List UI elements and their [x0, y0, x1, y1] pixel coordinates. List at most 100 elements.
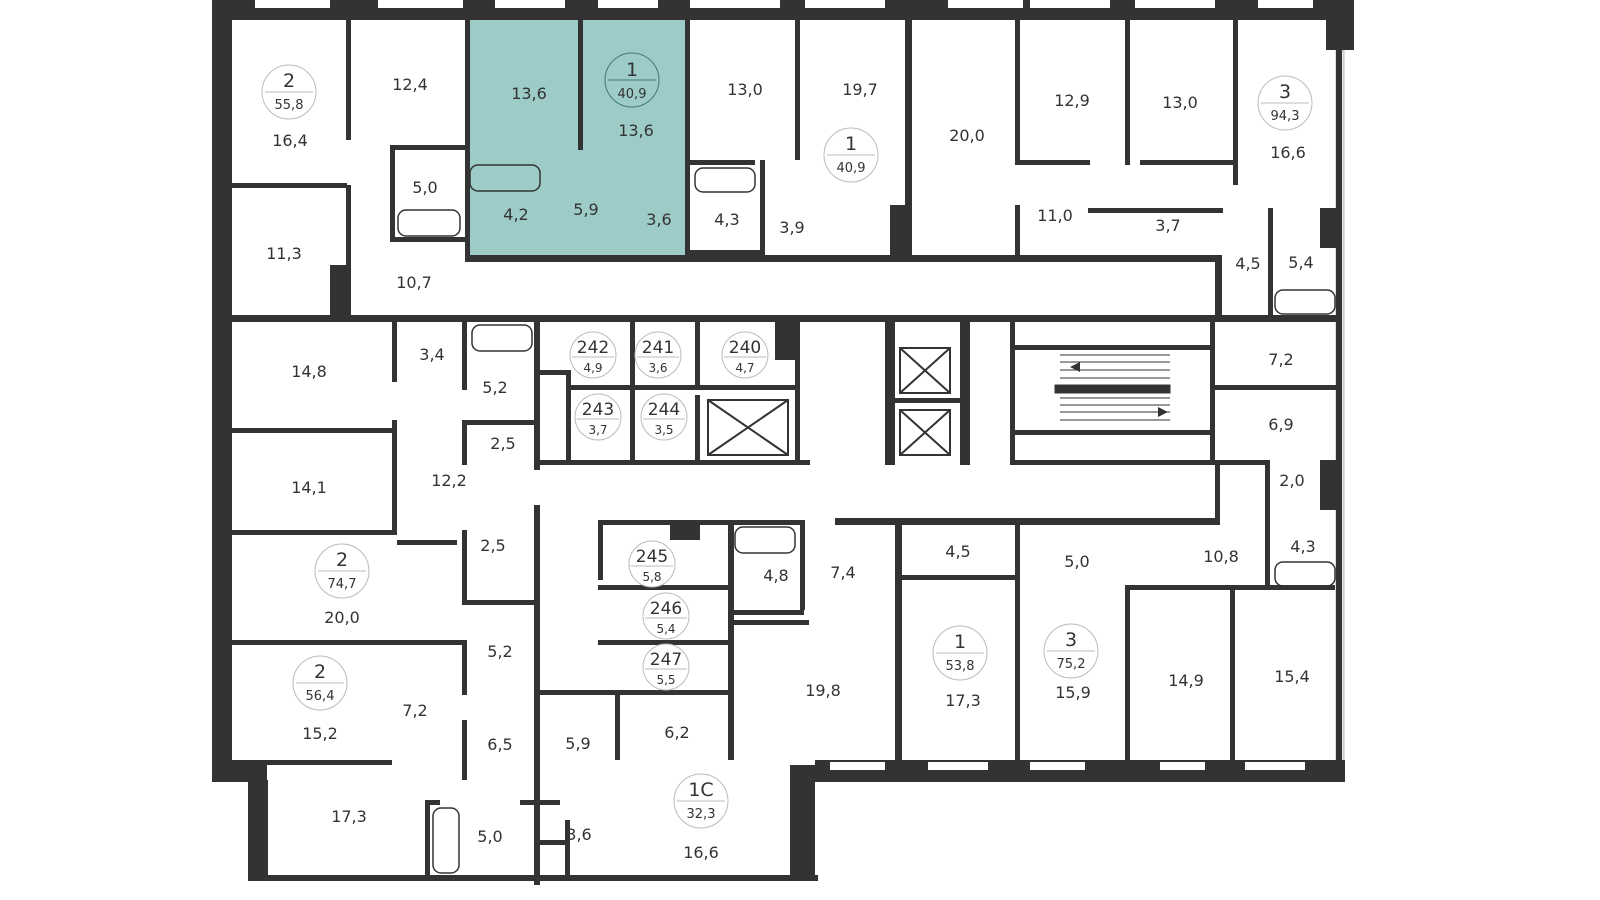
apartment-badge[interactable]: 1 40,9 — [823, 127, 879, 183]
apartment-badges: 2 55,8 1 40,9 3 94,3 2 74,7 2 56,4 — [261, 64, 1313, 829]
windows — [221, 0, 1345, 856]
room-area: 11,3 — [266, 244, 302, 263]
storage-badge[interactable]: 247 5,5 — [642, 643, 690, 691]
room-area: 4,8 — [763, 566, 788, 585]
room-area: 16,4 — [272, 131, 308, 150]
storage-number: 242 — [577, 338, 609, 358]
room-area: 3,4 — [419, 345, 444, 364]
apartment-badge[interactable]: 3 75,2 — [1043, 623, 1099, 679]
apartment-rooms: 2 — [336, 549, 348, 571]
room-area: 4,5 — [1235, 254, 1260, 273]
storage-number: 243 — [582, 400, 614, 420]
apartment-area: 32,3 — [687, 807, 716, 822]
room-area: 13,0 — [727, 80, 763, 99]
storage-number: 241 — [642, 338, 674, 358]
room-area: 14,8 — [291, 362, 327, 381]
storage-number: 246 — [650, 599, 682, 619]
storage-badge[interactable]: 241 3,6 — [634, 331, 682, 379]
room-area: 20,0 — [324, 608, 360, 627]
room-area: 6,2 — [664, 723, 689, 742]
storage-number: 247 — [650, 650, 682, 670]
room-area: 7,2 — [402, 701, 427, 720]
apartment-area: 55,8 — [275, 98, 304, 113]
apartment-area: 53,8 — [946, 659, 975, 674]
apartment-rooms: 2 — [283, 70, 295, 92]
storage-number: 245 — [636, 547, 668, 567]
storage-area: 4,7 — [735, 361, 754, 375]
apartment-rooms: 1С — [688, 779, 713, 801]
room-area: 16,6 — [1270, 143, 1306, 162]
room-area: 13,0 — [1162, 93, 1198, 112]
room-area: 19,7 — [842, 80, 878, 99]
storage-number: 244 — [648, 400, 680, 420]
storage-badge[interactable]: 240 4,7 — [721, 331, 769, 379]
room-area: 7,4 — [830, 563, 855, 582]
apartment-rooms: 1 — [626, 59, 638, 81]
room-area: 14,9 — [1168, 671, 1204, 690]
storage-number: 240 — [729, 338, 761, 358]
room-area: 5,0 — [477, 827, 502, 846]
storage-area: 5,8 — [642, 570, 661, 584]
storage-badge[interactable]: 246 5,4 — [642, 592, 690, 640]
room-area: 5,9 — [565, 734, 590, 753]
room-area: 4,5 — [945, 542, 970, 561]
room-area: 10,7 — [396, 273, 432, 292]
apartment-badge[interactable]: 1С 32,3 — [673, 773, 729, 829]
bathtubs — [397, 164, 1336, 874]
storage-badge[interactable]: 245 5,8 — [628, 540, 676, 588]
apartment-badge: 1 40,9 — [604, 52, 660, 108]
storage-area: 3,5 — [654, 423, 673, 437]
room-area: 5,9 — [573, 200, 598, 219]
room-area: 6,9 — [1268, 415, 1293, 434]
room-area: 12,2 — [431, 471, 467, 490]
apartment-area: 40,9 — [618, 87, 647, 102]
storage-badge[interactable]: 242 4,9 — [569, 331, 617, 379]
room-area: 15,4 — [1274, 667, 1310, 686]
apartment-badge[interactable]: 2 55,8 — [261, 64, 317, 120]
room-area: 2,5 — [490, 434, 515, 453]
apartment-badge[interactable]: 2 74,7 — [314, 543, 370, 599]
room-area: 3,6 — [566, 825, 591, 844]
apartment-rooms: 1 — [954, 631, 966, 653]
apartment-area: 75,2 — [1057, 657, 1086, 672]
highlighted-apartment-labels: 1 40,9 — [604, 52, 660, 108]
staircase — [1054, 354, 1171, 421]
room-area: 4,3 — [714, 210, 739, 229]
room-area: 15,9 — [1055, 683, 1091, 702]
elevators — [707, 347, 951, 456]
room-area: 2,5 — [480, 536, 505, 555]
room-area: 17,3 — [331, 807, 367, 826]
apartment-badge[interactable]: 3 94,3 — [1257, 75, 1313, 131]
storage-badge[interactable]: 243 3,7 — [574, 393, 622, 441]
room-area: 13,6 — [511, 84, 547, 103]
room-area: 5,2 — [482, 378, 507, 397]
storage-area: 5,5 — [656, 673, 675, 687]
room-areas: 12,4 16,4 5,0 11,3 10,7 13,6 13,6 4,2 5,… — [266, 75, 1316, 862]
room-area: 2,0 — [1279, 471, 1304, 490]
room-area: 7,2 — [1268, 350, 1293, 369]
apartment-badge[interactable]: 2 56,4 — [292, 655, 348, 711]
room-area: 13,6 — [618, 121, 654, 140]
storage-badges: 242 4,9 241 3,6 240 4,7 243 3,7 244 3,5 — [569, 331, 769, 691]
apartment-rooms: 3 — [1065, 629, 1077, 651]
apartment-area: 40,9 — [837, 161, 866, 176]
apartment-area: 74,7 — [328, 577, 357, 592]
room-area: 20,0 — [949, 126, 985, 145]
apartment-rooms: 1 — [845, 133, 857, 155]
room-area: 5,4 — [1288, 253, 1313, 272]
room-area: 3,9 — [779, 218, 804, 237]
storage-badge[interactable]: 244 3,5 — [640, 393, 688, 441]
storage-area: 3,7 — [588, 423, 607, 437]
room-area: 3,6 — [646, 210, 671, 229]
room-area: 5,2 — [487, 642, 512, 661]
apartment-area: 94,3 — [1271, 109, 1300, 124]
apartment-badge[interactable]: 1 53,8 — [932, 625, 988, 681]
storage-area: 5,4 — [656, 622, 675, 636]
room-area: 16,6 — [683, 843, 719, 862]
walls — [212, 0, 1354, 885]
room-area: 4,2 — [503, 205, 528, 224]
room-area: 19,8 — [805, 681, 841, 700]
room-area: 3,7 — [1155, 216, 1180, 235]
storage-area: 3,6 — [648, 361, 667, 375]
apartment-rooms: 2 — [314, 661, 326, 683]
